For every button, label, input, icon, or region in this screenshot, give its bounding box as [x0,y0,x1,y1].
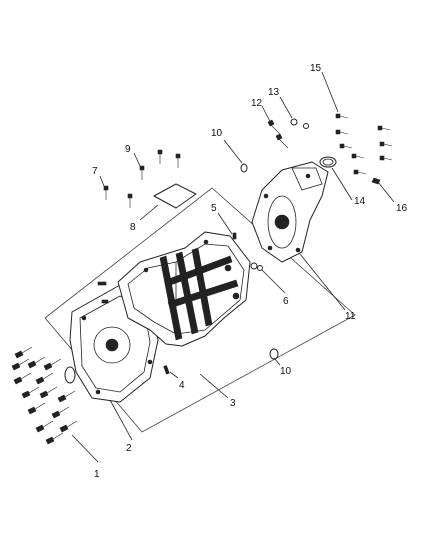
callout-7: 7 [92,166,98,177]
callout-6: 6 [283,296,289,307]
cover-plate [153,183,197,209]
callout-10b: 10 [280,366,292,377]
plug-washer [257,265,263,271]
front-seal-ring [64,366,76,384]
callout-labels: 1 2 3 4 5 6 7 8 9 10 10 11 12 13 14 15 1… [92,63,408,480]
callout-9: 9 [125,144,131,155]
main-transmission-case [117,231,251,347]
callout-14: 14 [354,196,366,207]
callout-16: 16 [396,203,408,214]
callout-4: 4 [179,380,185,391]
dowel-pin [163,365,170,375]
rear-extension-housing [251,161,329,263]
callout-2: 2 [126,443,132,454]
callout-11: 11 [345,311,356,322]
callout-5: 5 [211,203,217,214]
callout-10a: 10 [211,128,223,139]
callout-12: 12 [251,98,263,109]
callout-1: 1 [94,469,100,480]
dowel-pin [232,232,237,240]
drain-plug [240,163,248,173]
callout-13: 13 [268,87,280,98]
plug-washer [250,262,258,270]
leader-lines [71,71,395,463]
callout-15: 15 [310,63,322,74]
fill-plug [269,348,279,360]
callout-3: 3 [230,398,236,409]
bolt-set-top [103,149,181,208]
callout-8: 8 [130,222,136,233]
bolt-set-front [11,346,78,445]
rear-seal [319,156,337,168]
